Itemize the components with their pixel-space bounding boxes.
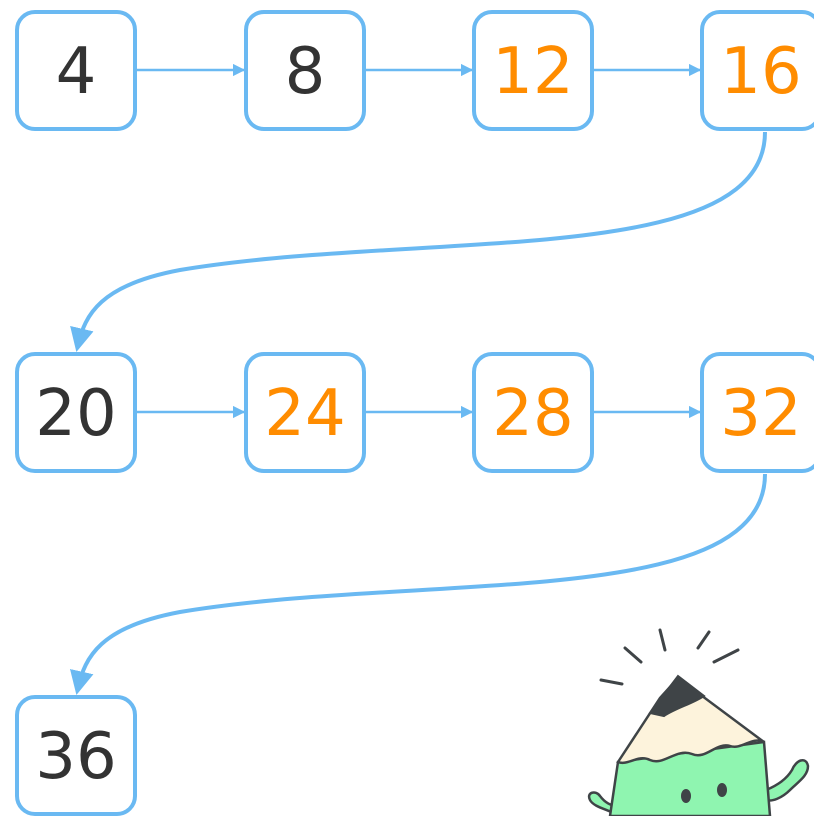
node-28: 28 bbox=[474, 354, 592, 471]
node-12: 12 bbox=[474, 12, 592, 129]
node-label: 24 bbox=[264, 377, 345, 451]
pencil-mascot-icon bbox=[589, 630, 808, 816]
node-20: 20 bbox=[17, 354, 135, 471]
node-36: 36 bbox=[17, 697, 135, 814]
arrow-16-to-20 bbox=[78, 132, 765, 345]
node-24: 24 bbox=[246, 354, 364, 471]
node-16: 16 bbox=[702, 12, 814, 129]
node-label: 20 bbox=[35, 377, 116, 451]
node-4: 4 bbox=[17, 12, 135, 129]
node-label: 12 bbox=[492, 35, 573, 109]
node-label: 4 bbox=[56, 35, 97, 109]
node-label: 32 bbox=[720, 377, 801, 451]
node-8: 8 bbox=[246, 12, 364, 129]
node-32: 32 bbox=[702, 354, 814, 471]
node-label: 8 bbox=[285, 35, 326, 109]
node-label: 16 bbox=[720, 35, 801, 109]
arrow-32-to-36 bbox=[78, 474, 765, 688]
node-label: 36 bbox=[35, 720, 116, 794]
node-label: 28 bbox=[492, 377, 573, 451]
